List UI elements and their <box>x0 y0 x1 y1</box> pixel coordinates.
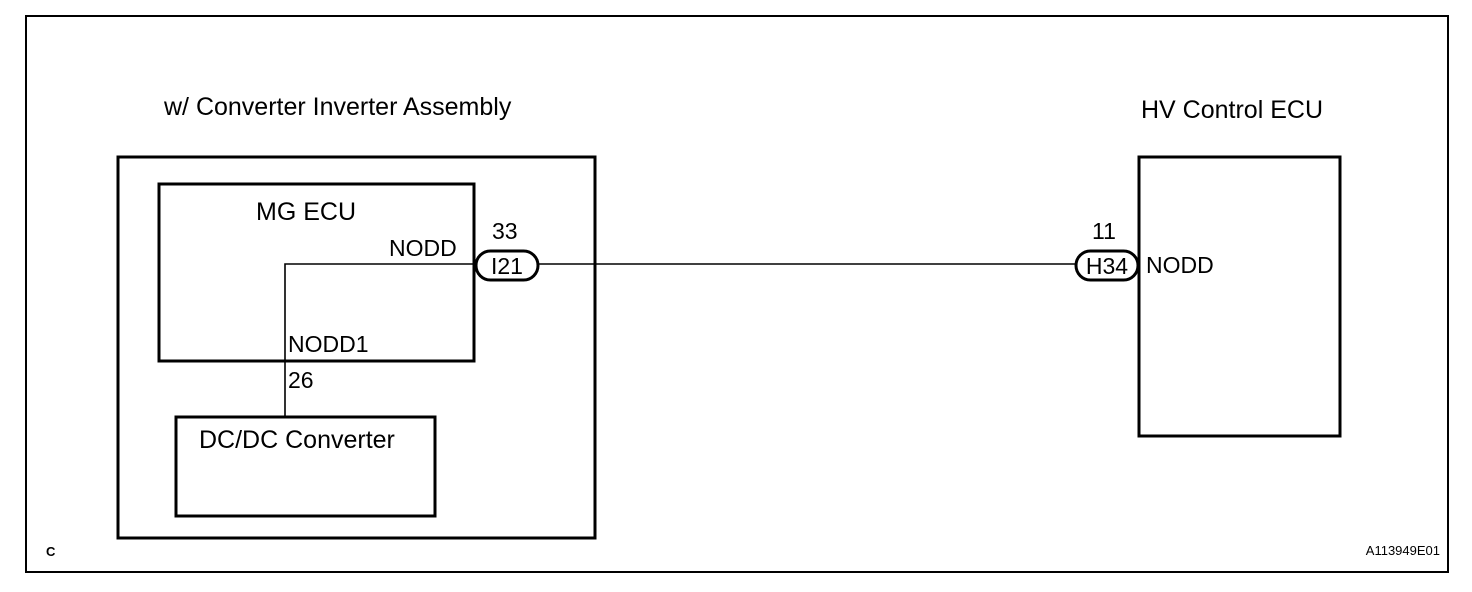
diagram-frame <box>25 15 1449 573</box>
dcdc-converter-box <box>174 415 437 518</box>
mg-ecu-label: MG ECU <box>256 198 356 226</box>
i21-connector <box>474 249 540 282</box>
hv-control-ecu-box <box>1137 155 1342 438</box>
h34-connector-label: H34 <box>1086 253 1128 279</box>
i21-pin-number: 33 <box>492 218 518 244</box>
h34-pin-number: 11 <box>1092 218 1116 244</box>
mg-ecu-nodd1-terminal: NODD1 <box>288 331 369 357</box>
hv-ecu-nodd-terminal: NODD <box>1146 252 1214 278</box>
internal-nodd-wire <box>284 263 474 417</box>
corner-letter: C <box>46 544 56 559</box>
i21-connector-label: I21 <box>491 253 523 279</box>
converter-assembly-title: w/ Converter Inverter Assembly <box>163 93 512 121</box>
nodd1-pin-number: 26 <box>288 367 314 393</box>
figure-id: A113949E01 <box>1366 543 1440 558</box>
hv-control-ecu-title: HV Control ECU <box>1141 96 1323 124</box>
dcdc-converter-label: DC/DC Converter <box>199 426 395 454</box>
mg-ecu-nodd-terminal: NODD <box>389 235 457 261</box>
mg-ecu-box <box>157 182 476 363</box>
converter-assembly-box <box>116 155 597 540</box>
